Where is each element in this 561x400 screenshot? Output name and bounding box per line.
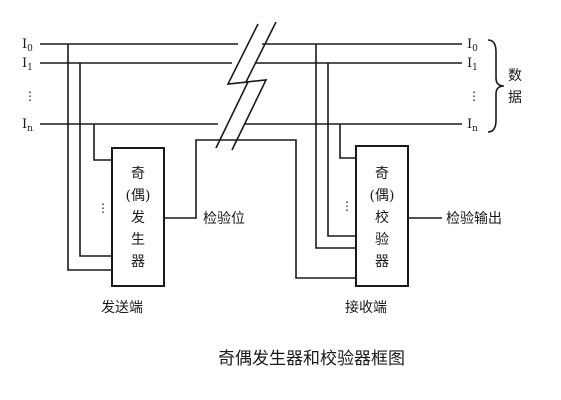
generator-line-1: 奇 bbox=[131, 165, 145, 182]
generator-line-3: 发 bbox=[131, 210, 145, 226]
checker-tap-i0 bbox=[315, 44, 356, 249]
receiver-caption: 接收端 bbox=[345, 299, 387, 316]
data-label-1: 数 bbox=[508, 68, 522, 84]
data-label-2: 据 bbox=[508, 90, 522, 106]
left-input-labels: I0 I1 ⋮ In bbox=[22, 37, 36, 134]
parity-generator-box bbox=[111, 147, 165, 287]
break-symbol-right bbox=[231, 21, 277, 151]
check-output-label: 检验输出 bbox=[446, 211, 502, 227]
generator-line-5: 器 bbox=[131, 254, 145, 270]
ellipsis-right: ⋮ bbox=[468, 89, 480, 103]
checker-line-3: 校 bbox=[375, 209, 389, 226]
checker-line-5: 器 bbox=[375, 254, 389, 270]
checker-text: 奇 (偶) 校 验 器 bbox=[370, 165, 395, 270]
label-in-right: In bbox=[467, 117, 478, 134]
generator-tap-i1 bbox=[79, 63, 112, 257]
checker-tap-in bbox=[339, 124, 356, 159]
generator-tap-i0 bbox=[67, 44, 112, 271]
check-bit-wire bbox=[164, 139, 356, 279]
label-i0-left: I0 bbox=[22, 37, 33, 54]
parity-checker-box bbox=[355, 145, 409, 287]
break-symbol-left bbox=[215, 23, 259, 149]
label-i1-left: I1 bbox=[22, 56, 33, 73]
ellipsis-left: ⋮ bbox=[24, 89, 36, 103]
generator-inputs-ellipsis: ⋮ bbox=[97, 201, 109, 215]
checker-inputs-ellipsis: ⋮ bbox=[341, 199, 353, 213]
checker-line-2: (偶) bbox=[370, 188, 395, 204]
checker-line-1: 奇 bbox=[375, 165, 389, 182]
label-i1-right: I1 bbox=[467, 56, 478, 73]
generator-tap-in bbox=[93, 124, 112, 161]
generator-line-4: 生 bbox=[131, 232, 145, 248]
checker-line-4: 验 bbox=[375, 232, 389, 248]
checker-tap-i1 bbox=[327, 63, 356, 237]
generator-text: 奇 (偶) 发 生 器 bbox=[126, 165, 151, 270]
figure-title: 奇偶发生器和校验器框图 bbox=[218, 349, 405, 369]
generator-line-2: (偶) bbox=[126, 188, 151, 204]
sender-caption: 发送端 bbox=[101, 300, 143, 316]
check-bit-label: 检验位 bbox=[203, 211, 245, 227]
label-in-left: In bbox=[22, 117, 33, 134]
label-i0-right: I0 bbox=[467, 37, 478, 54]
data-brace bbox=[487, 39, 505, 133]
right-input-labels: I0 I1 ⋮ In bbox=[467, 37, 480, 134]
